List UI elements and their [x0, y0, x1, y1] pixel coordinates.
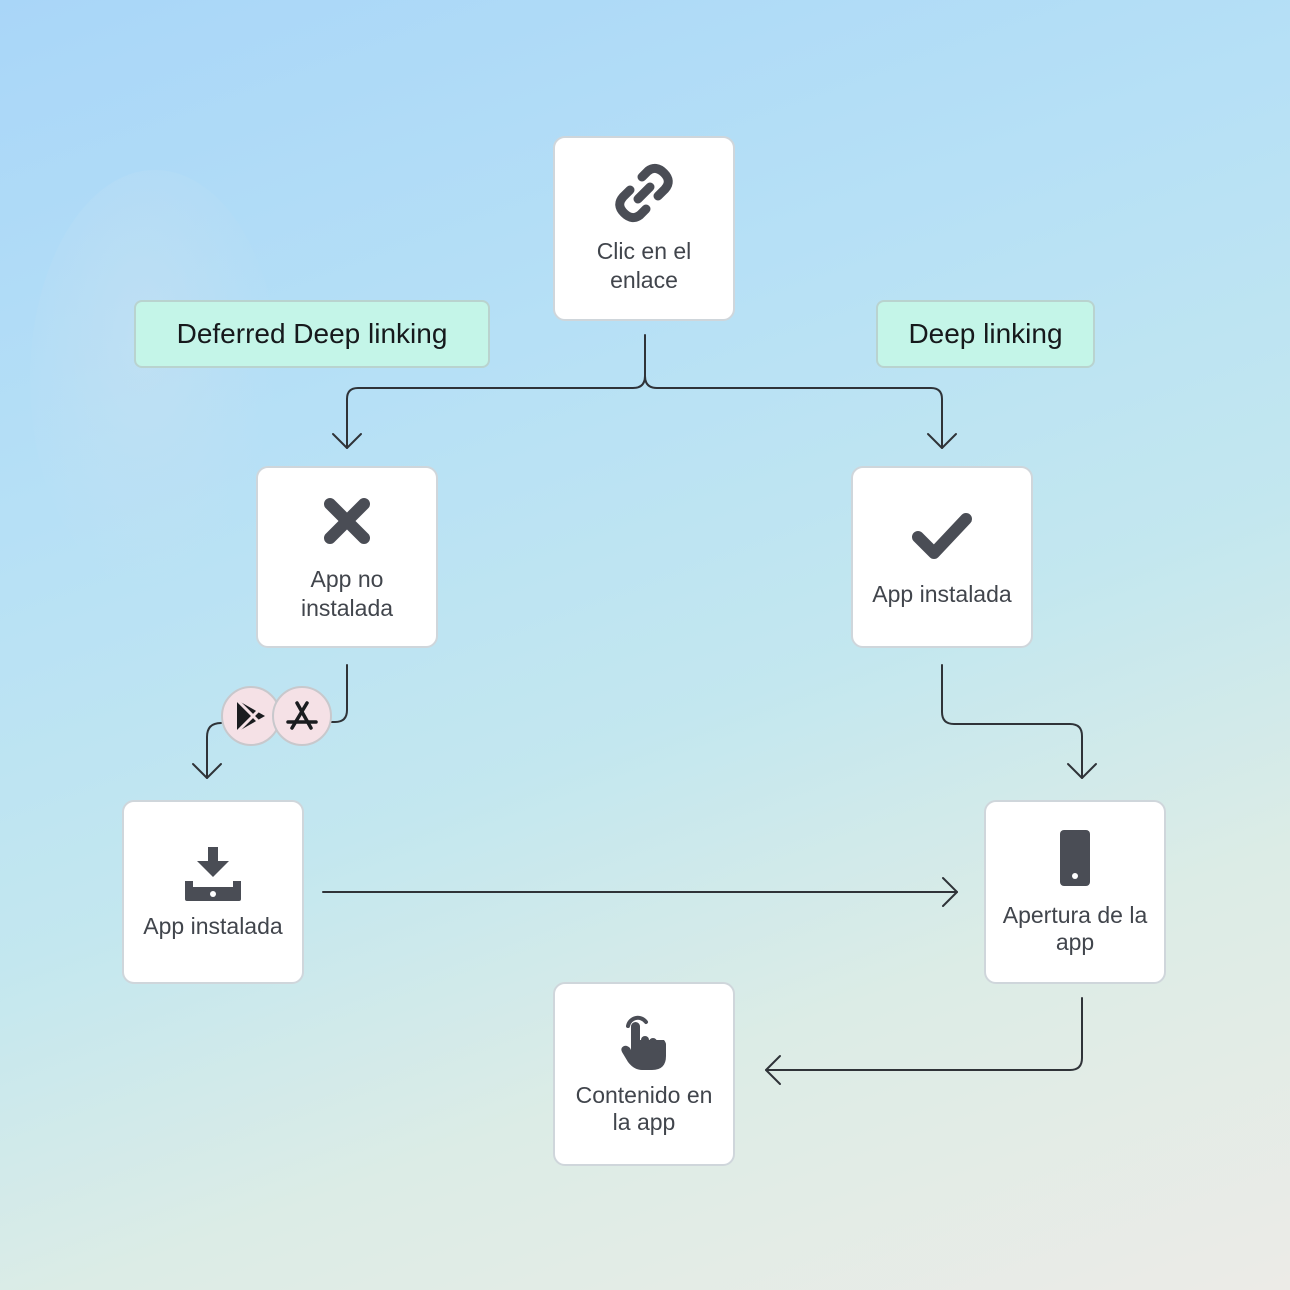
connector-installed-right-down [941, 664, 1083, 779]
tag-deep-label: Deep linking [908, 318, 1063, 349]
tag-deferred-deep-linking: Deferred Deep linking [134, 300, 490, 368]
checkmark-icon [912, 506, 972, 566]
node-click-link: Clic en el enlace [553, 136, 735, 321]
node-open-app: Apertura de la app [984, 800, 1166, 984]
arrowhead-right-branch [927, 433, 957, 449]
tag-deep-linking: Deep linking [876, 300, 1095, 368]
node-content-in-app: Contenido en la app [553, 982, 735, 1166]
connector-not-installed-down [321, 664, 348, 723]
arrowhead-open-app [1067, 763, 1097, 779]
node-installed-right-label: App instalada [872, 580, 1012, 607]
tag-deferred-label: Deferred Deep linking [176, 318, 448, 349]
node-open-app-label: Apertura de la app [1002, 902, 1148, 955]
node-app-installed-right: App instalada [851, 466, 1033, 648]
background-blob [30, 170, 280, 590]
node-app-installed-left: App instalada [122, 800, 304, 984]
node-not-installed-label: App no instalada [300, 566, 394, 621]
node-installed-left-label: App instalada [143, 912, 283, 939]
tap-hand-icon [614, 1012, 674, 1072]
connector-top-stem [346, 334, 646, 449]
connector-top-right [644, 375, 943, 449]
node-content-label: Contenido en la app [575, 1082, 713, 1135]
arrowhead-content [765, 1055, 781, 1085]
download-icon [183, 845, 243, 905]
link-icon [614, 163, 674, 223]
smartphone-icon [1045, 828, 1105, 888]
arrowhead-horizontal [942, 877, 958, 907]
node-click-label: Clic en el enlace [596, 237, 692, 293]
node-app-not-installed: App no instalada [256, 466, 438, 648]
app-store-icon [272, 686, 332, 746]
arrowhead-left-branch [332, 433, 362, 449]
arrowhead-installed-left [192, 763, 222, 779]
connector-open-to-content [765, 997, 1083, 1071]
connector-store-to-installed [206, 722, 222, 779]
close-x-icon [317, 491, 377, 551]
